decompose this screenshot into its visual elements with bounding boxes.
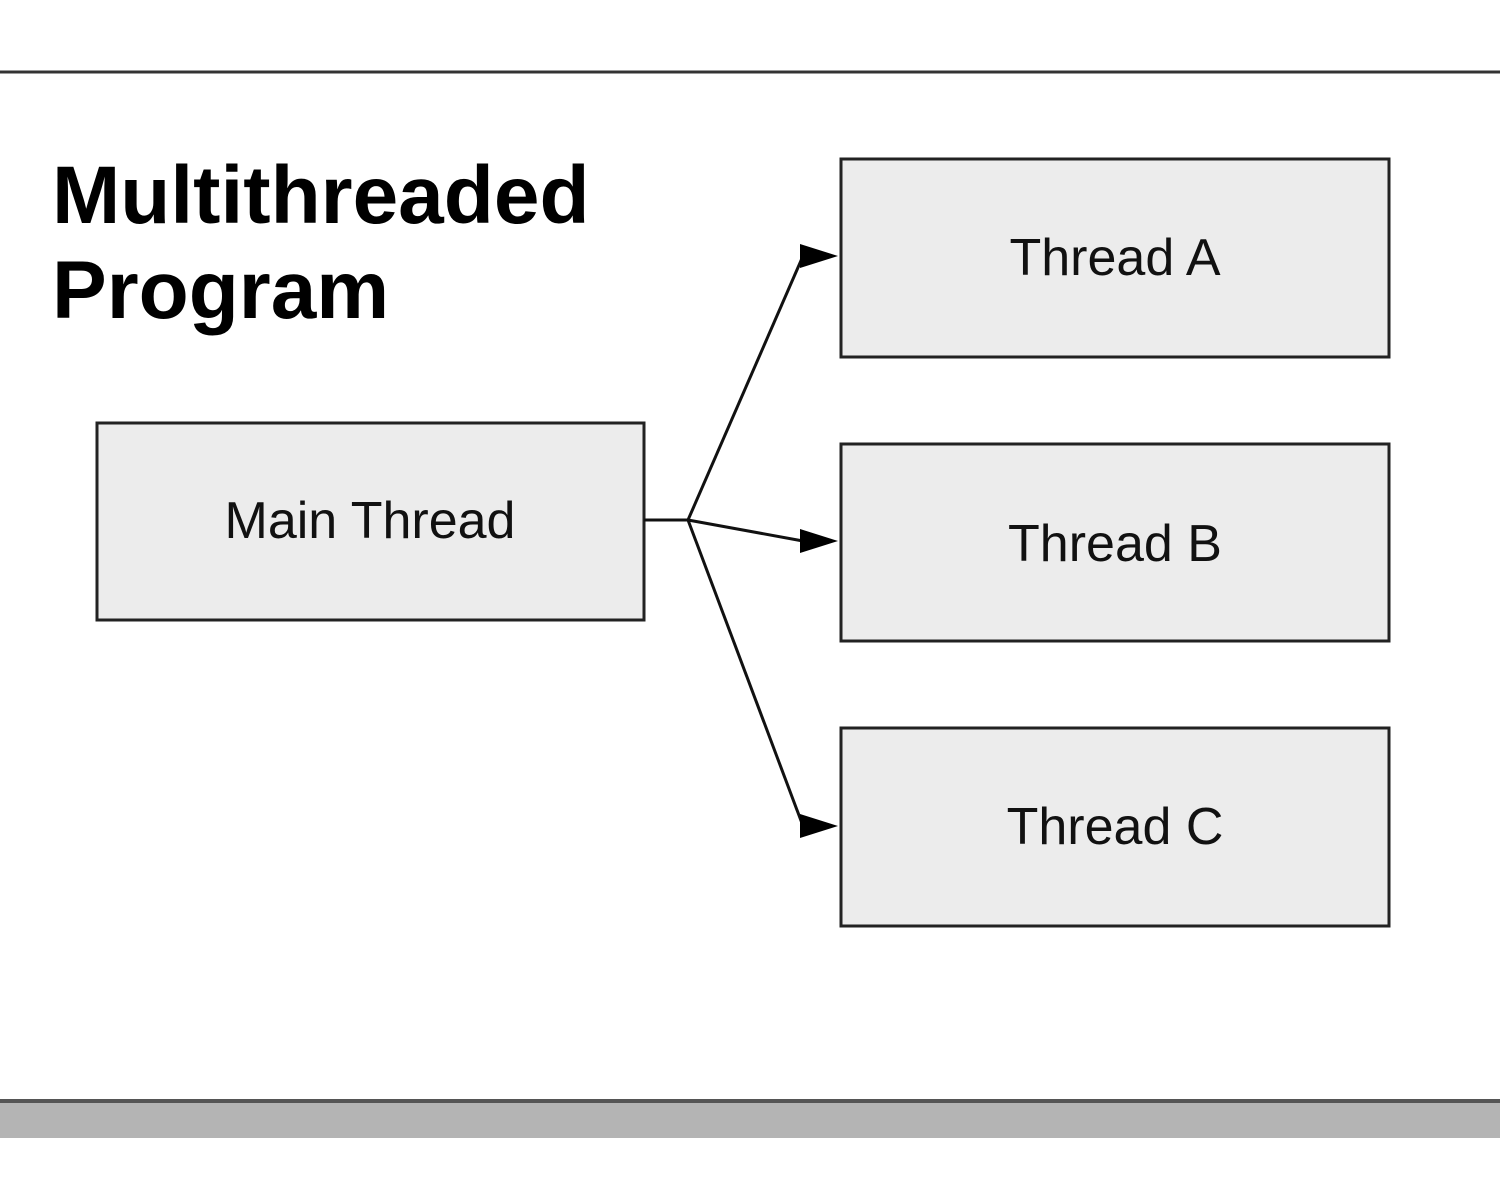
diagram-title-line-1: Multithreaded xyxy=(52,150,590,241)
arrowhead-thread-b-icon xyxy=(800,529,838,553)
thread-c-node: Thread C xyxy=(839,726,1391,928)
bottom-bar xyxy=(0,1103,1500,1138)
diagram-title-line-2: Program xyxy=(52,245,389,336)
arrowhead-thread-a-icon xyxy=(800,244,838,268)
connectors xyxy=(644,255,805,827)
main-thread-box xyxy=(95,421,646,622)
thread-b-box xyxy=(839,442,1391,643)
thread-b-label: Thread B xyxy=(1008,515,1222,573)
thread-a-box xyxy=(839,157,1391,359)
thread-b-node: Thread B xyxy=(839,442,1391,643)
thread-a-label: Thread A xyxy=(1009,229,1220,287)
arrowheads xyxy=(800,244,838,838)
arrow-to-thread-c xyxy=(686,519,805,827)
arrowhead-thread-c-icon xyxy=(800,814,838,838)
thread-c-label: Thread C xyxy=(1007,798,1224,856)
thread-c-box xyxy=(839,726,1391,928)
arrow-to-thread-b xyxy=(687,518,804,543)
thread-a-node: Thread A xyxy=(839,157,1391,359)
main-thread-label: Main Thread xyxy=(225,492,516,550)
main-thread-node: Main Thread xyxy=(95,421,646,622)
arrow-to-thread-a xyxy=(686,255,805,521)
